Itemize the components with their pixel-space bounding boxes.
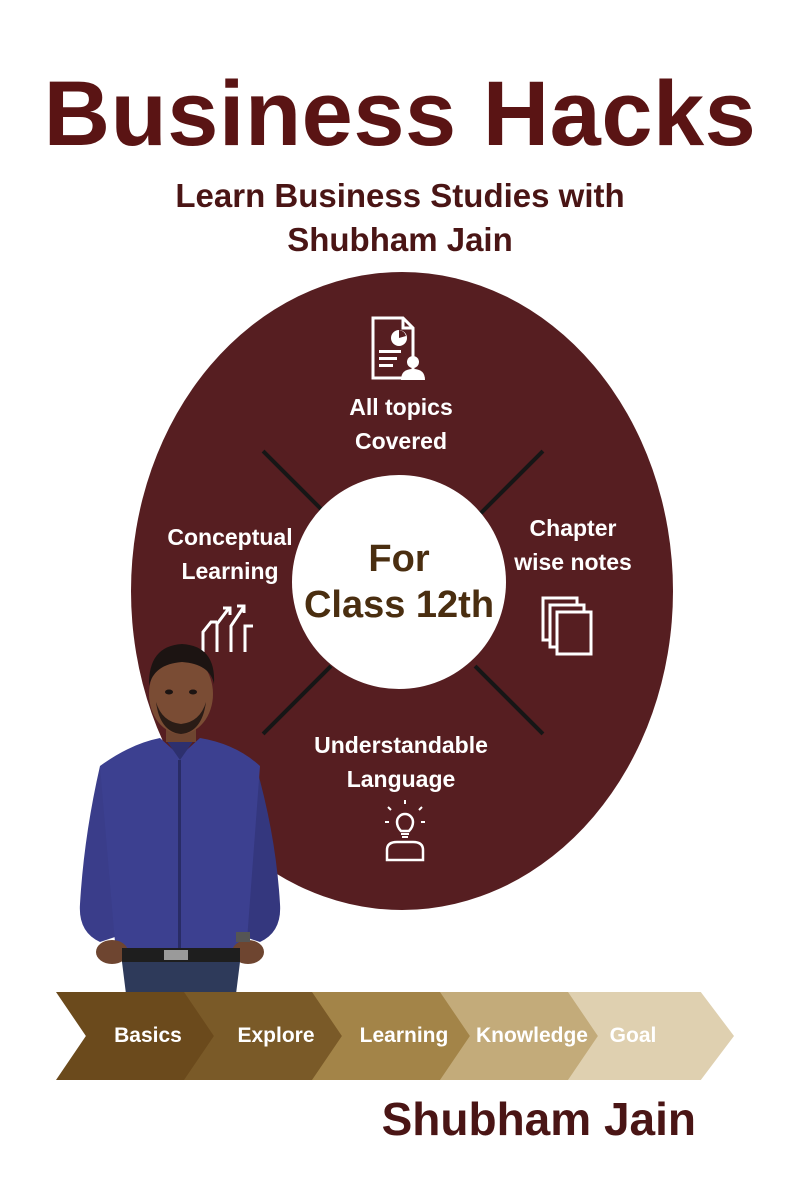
book-title: Business Hacks — [43, 63, 757, 165]
feature-top-line-2: Covered — [354, 428, 448, 454]
center-line-1: For — [368, 538, 430, 580]
step-basics-label: Basics — [114, 1024, 182, 1047]
feature-right-line-2: wise notes — [514, 549, 632, 575]
stacked-pages-icon — [541, 596, 593, 656]
feature-bottom-line-2: Language — [346, 766, 456, 792]
step-explore-label: Explore — [237, 1024, 315, 1047]
feature-top: All topics Covered — [301, 390, 501, 458]
step-knowledge-label: Knowledge — [475, 1024, 588, 1047]
feature-right-line-1: Chapter — [529, 515, 617, 541]
feature-bottom: Understandable Language — [291, 728, 511, 796]
feature-left-line-1: Conceptual — [167, 524, 293, 550]
upward-arrows-icon — [201, 604, 253, 652]
author-photo — [79, 644, 281, 994]
idea-person-icon — [385, 800, 425, 862]
step-learning-label: Learning — [359, 1024, 449, 1047]
step-goal-label: Goal — [609, 1024, 657, 1047]
subtitle-line-2: Shubham Jain — [287, 221, 513, 258]
author-name: Shubham Jain — [381, 1093, 696, 1145]
document-user-icon — [371, 316, 425, 380]
center-badge: For Class 12th — [292, 475, 506, 689]
feature-right: Chapter wise notes — [493, 511, 653, 579]
learning-path: Basics Explore Learning Knowledge Goal — [56, 992, 736, 1080]
center-line-2: Class 12th — [303, 584, 495, 626]
feature-left: Conceptual Learning — [150, 520, 310, 588]
feature-left-line-2: Learning — [181, 558, 279, 584]
feature-top-line-1: All topics — [349, 394, 453, 420]
book-subtitle: Learn Business Studies with Shubham Jain — [0, 174, 800, 262]
feature-bottom-line-1: Understandable — [314, 732, 488, 758]
subtitle-line-1: Learn Business Studies with — [175, 177, 625, 214]
